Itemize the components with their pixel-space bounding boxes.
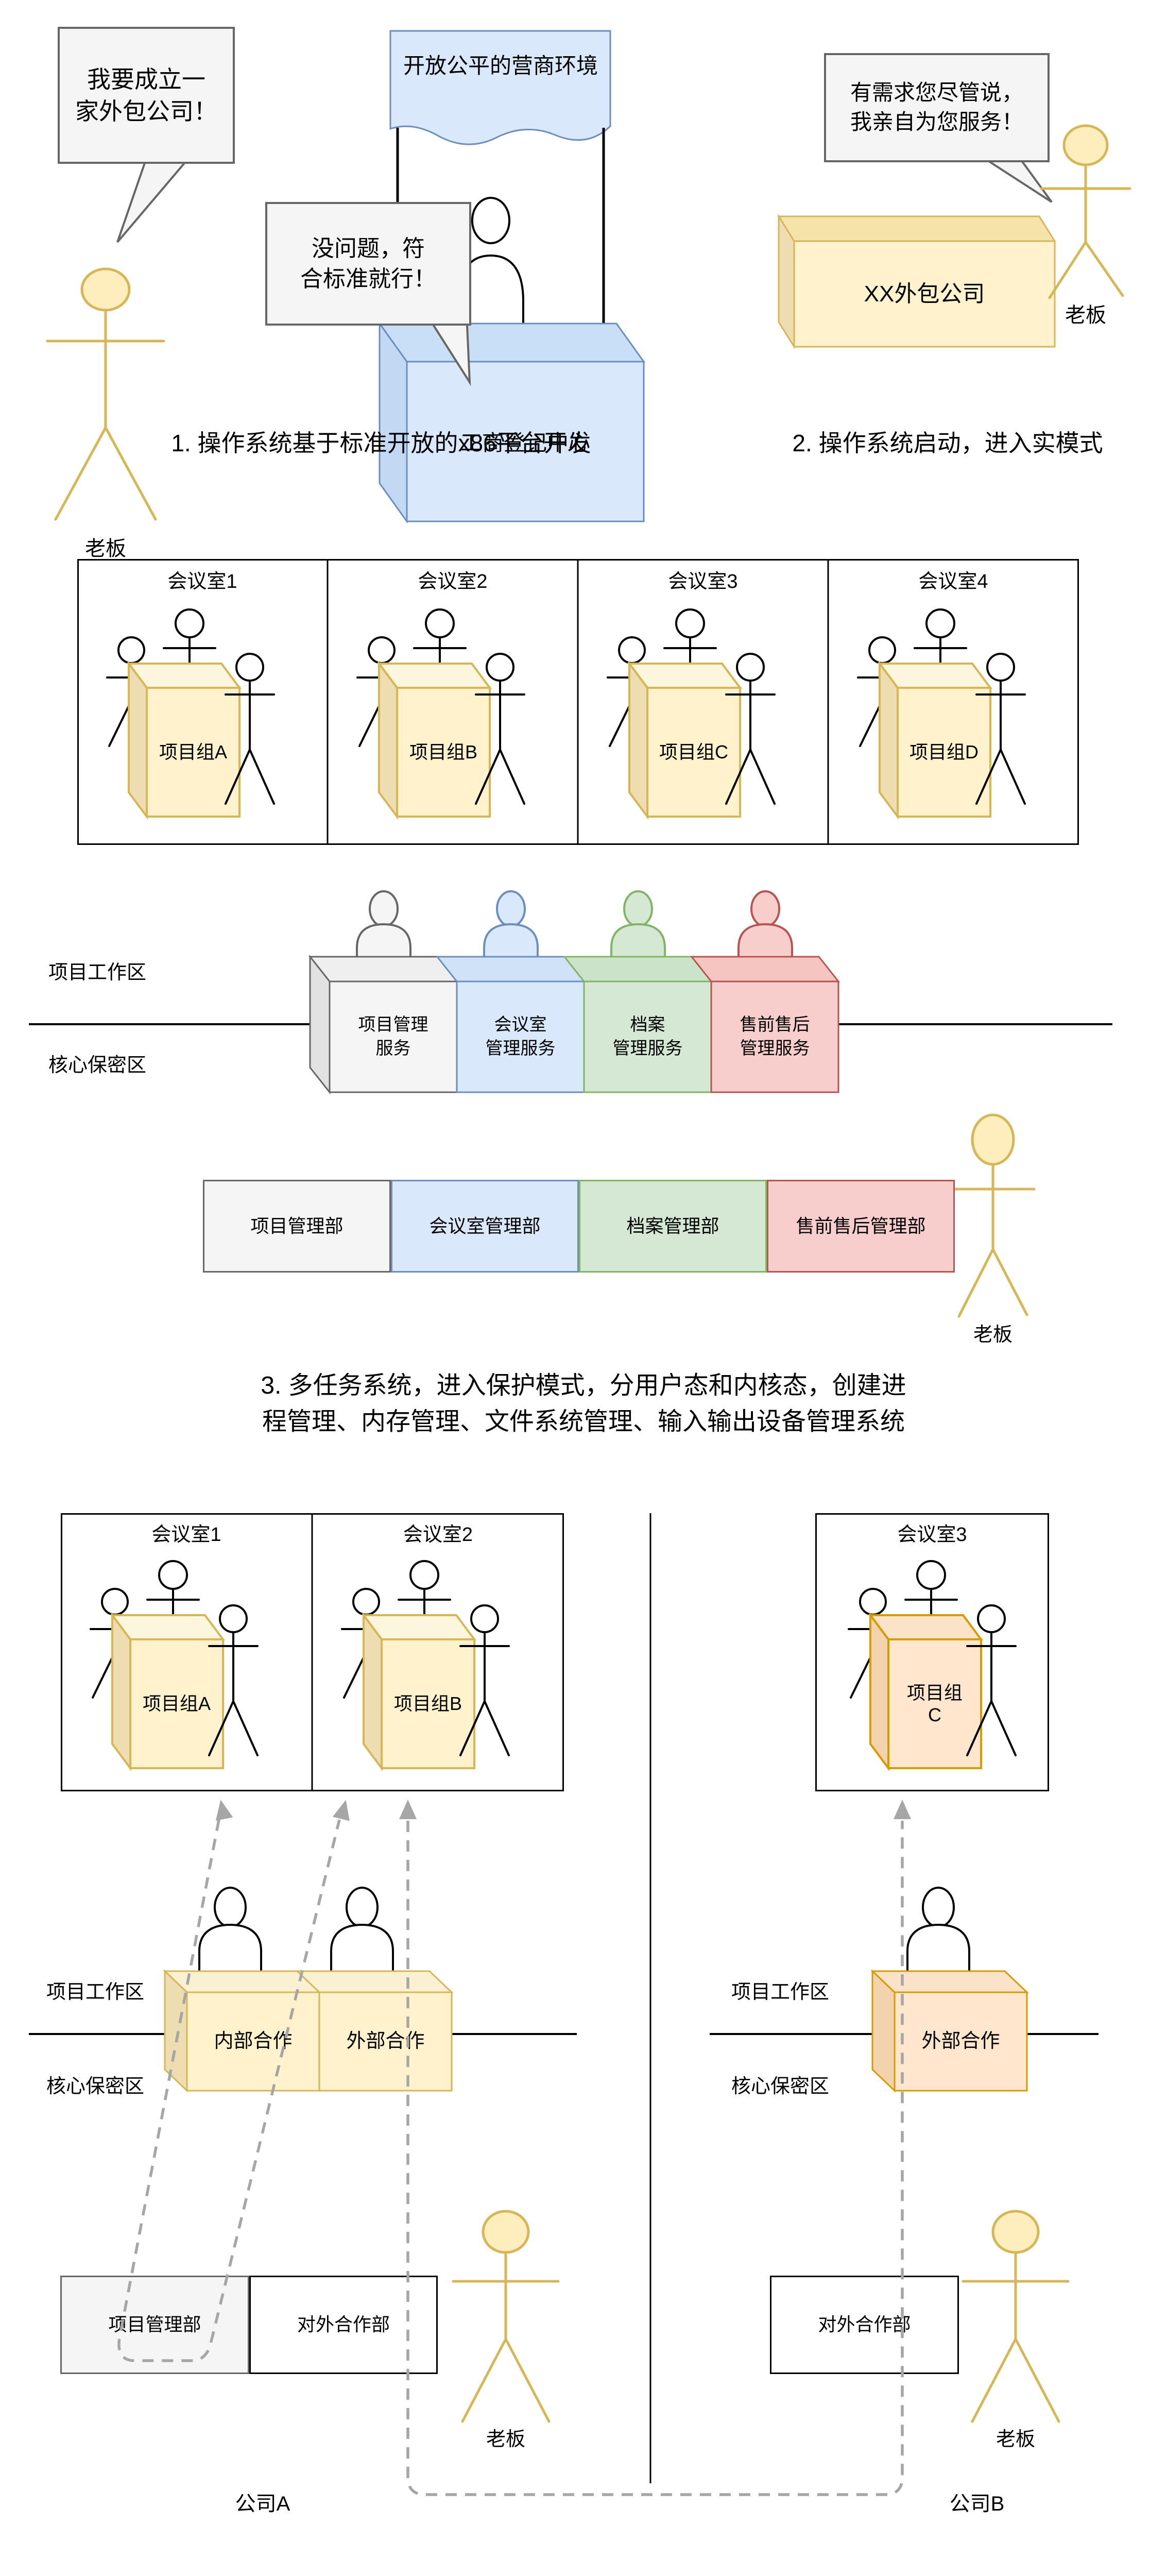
company-speech-bubble: 有需求您尽管说， 我亲自为您服务！ [824, 53, 1050, 162]
coop-external-b-label: 外部合作 [921, 2030, 1000, 2052]
boss-label-1: 老板 [85, 537, 126, 560]
zone-work-label-s3: 项目工作区 [48, 962, 146, 984]
banner-label: 开放公平的营商环境 [403, 53, 598, 78]
boss-speech-bubble: 我要成立一 家外包公司！ [58, 27, 235, 164]
meeting-room-figures [106, 608, 1026, 820]
service-box-archive [562, 956, 713, 1093]
banner-shape [389, 30, 611, 145]
zone-secure-label-a: 核心保密区 [46, 2076, 144, 2098]
s4-project-group-a: 项目组A [142, 1692, 211, 1714]
service-label-archive: 档案 管理服务 [612, 1014, 683, 1058]
s4-room-label-1: 会议室1 [151, 1524, 221, 1546]
room-label-4: 会议室4 [918, 571, 988, 593]
s4-dept-external-b: 对外合作部 [770, 2276, 959, 2374]
boss-stick-figure-4a [452, 2210, 560, 2423]
clerk-speech-bubble: 没问题，符 合标准就行！ [265, 202, 471, 326]
s4-room-label-3: 会议室3 [897, 1524, 967, 1546]
zone-work-label-b: 项目工作区 [731, 1981, 829, 2004]
room-label-3: 会议室3 [668, 571, 738, 593]
service-box-sales [690, 956, 840, 1093]
room3-people [607, 608, 776, 820]
service-label-project: 项目管理 服务 [358, 1014, 428, 1058]
room-label-1: 会议室1 [167, 571, 237, 593]
s4-room-figures [90, 1560, 1017, 1772]
s4-room1-people [90, 1560, 259, 1772]
connector-arrowheads [215, 1800, 911, 1821]
room-label-2: 会议室2 [418, 571, 488, 593]
coop-internal-label: 内部合作 [214, 2030, 293, 2052]
caption-3: 3. 多任务系统，进入保护模式，分用户态和内核态，创建进 程管理、内存管理、文件… [261, 1372, 906, 1435]
ipc-dashed-loop [117, 1819, 341, 2362]
project-group-c: 项目组C [659, 741, 728, 762]
s4-dept-external-a: 对外合作部 [249, 2276, 438, 2374]
s4-room2-people [341, 1560, 510, 1772]
coop-external-a-label: 外部合作 [346, 2030, 425, 2052]
company-b-rooms-container [815, 1513, 1049, 1791]
boss-label-4b: 老板 [996, 2429, 1035, 2451]
boss-label-4a: 老板 [486, 2429, 525, 2451]
outsourcing-company-box [777, 213, 1056, 350]
coop-box-a [163, 1969, 454, 2093]
dept-archive-mgmt: 档案管理部 [579, 1180, 767, 1273]
s4-project-group-b: 项目组B [393, 1692, 462, 1714]
boss-label-2: 老板 [1065, 304, 1106, 327]
service-box-project [308, 954, 459, 1095]
s4-dept-project: 项目管理部 [60, 2276, 249, 2374]
s4-project-group-c: 项目组 C [906, 1682, 963, 1725]
room1-people [106, 608, 275, 820]
company-b-label: 公司B [949, 2493, 1005, 2515]
dept-sales-mgmt: 售前售后管理部 [767, 1180, 955, 1273]
company-a-label: 公司A [235, 2493, 290, 2515]
zone-secure-label-s3: 核心保密区 [48, 1055, 146, 1077]
boss-stick-figure-1 [46, 267, 165, 521]
s4-room3-people [848, 1560, 1017, 1772]
caption-1: 1. 操作系统基于标准开放的x86平台开发 [171, 429, 591, 456]
service-box-meeting [435, 956, 586, 1093]
dept-meeting-mgmt: 会议室管理部 [391, 1180, 579, 1273]
boss-stick-figure-2 [1040, 124, 1131, 299]
coop-box-b [870, 1969, 1029, 2093]
boss-stick-figure-4b [962, 2210, 1070, 2423]
network-dashed-link [406, 1821, 904, 2496]
s4-room-label-2: 会议室2 [403, 1524, 473, 1546]
boss-label-3: 老板 [973, 1324, 1012, 1346]
room4-people [857, 608, 1026, 820]
outsourcing-company-label: XX外包公司 [864, 281, 985, 307]
company-a-rooms-container [61, 1513, 564, 1791]
room-divider-lines [327, 559, 829, 845]
dept-project-mgmt: 项目管理部 [203, 1180, 391, 1273]
project-group-d: 项目组D [909, 741, 979, 762]
room2-people [356, 608, 525, 820]
zone-work-label-a: 项目工作区 [46, 1981, 144, 2004]
project-group-a: 项目组A [159, 741, 227, 762]
meeting-rooms-container [77, 559, 1079, 845]
zone-secure-label-b: 核心保密区 [731, 2076, 829, 2098]
registration-booth-box [378, 321, 645, 524]
project-group-b: 项目组B [409, 741, 477, 762]
booth-label: 工商登记中心 [460, 430, 590, 455]
service-label-meeting: 会议室 管理服务 [485, 1014, 556, 1058]
caption-2: 2. 操作系统启动，进入实模式 [792, 429, 1103, 456]
service-label-sales: 售前售后 管理服务 [740, 1014, 810, 1058]
boss-stick-figure-3 [950, 1113, 1036, 1318]
